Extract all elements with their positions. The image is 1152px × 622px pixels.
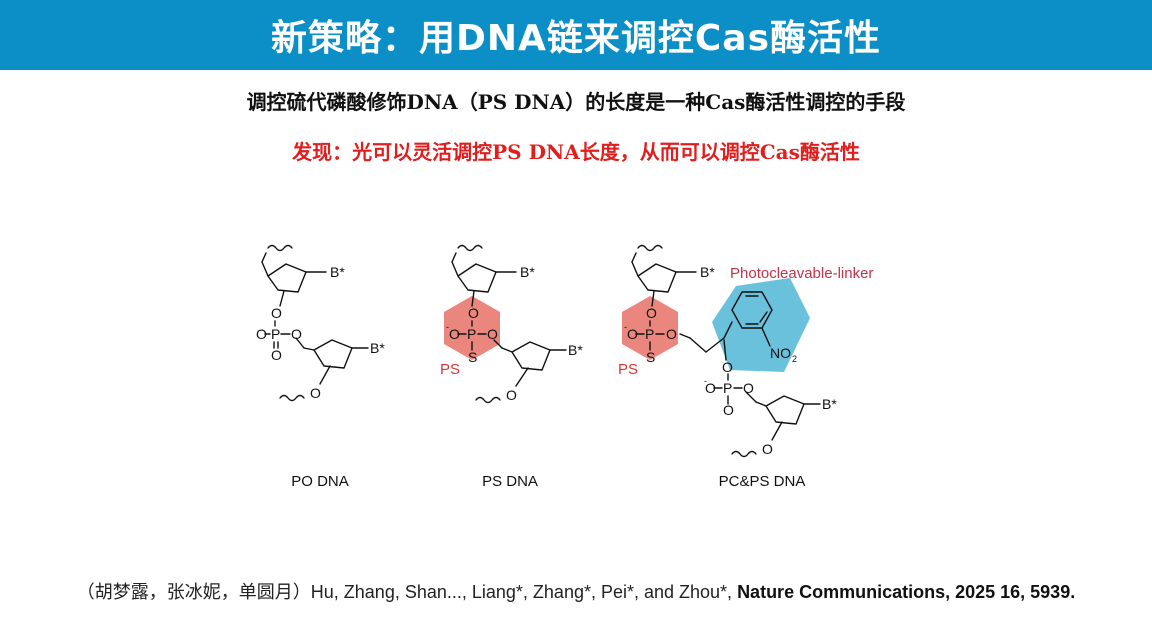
oxygen-label: O [743,380,754,396]
ps-highlight-hexagon-2 [622,296,678,360]
nitro-label: NO [770,345,791,361]
oxygen-label: O [468,305,479,321]
oxygen-label: O [762,441,773,457]
base-label: B* [700,264,715,280]
base-label: B* [370,340,385,356]
phosphorus-label: P [645,326,654,342]
oxygen-label: O [705,380,716,396]
oxygen-label: O [271,347,282,363]
base-label: B* [330,264,345,280]
slide-subtitle: 调控硫代磷酸修饰DNA（PS DNA）的长度是一种Cas酶活性调控的手段 [246,90,906,114]
oxygen-label: O [666,326,677,342]
pc-ps-dna-structure [622,244,821,458]
minus-sign: - [446,322,449,332]
title-bar: 新策略：用DNA链来调控Cas酶活性 [0,0,1152,70]
phosphorus-label: P [271,326,280,342]
caption-po-dna: PO DNA [291,473,349,490]
ps-highlight-hexagon [444,296,500,360]
oxygen-label: O [271,305,282,321]
ps-label: PS [618,361,638,378]
oxygen-label: O [310,385,321,401]
oxygen-label: O [506,387,517,403]
base-label: B* [568,342,583,358]
phosphorus-label: P [467,326,476,342]
citation-authors: （胡梦露，张冰妮，单圆月）Hu, Zhang, Shan..., Liang*,… [76,582,738,602]
minus-sign: - [624,322,627,332]
sulfur-label: S [468,349,477,365]
minus-sign: - [704,376,707,386]
phosphorus-label: P [723,380,732,396]
oxygen-label: O [449,326,460,342]
sulfur-label: S [646,349,655,365]
po-dna-structure [261,244,369,402]
oxygen-label: O [723,402,734,418]
photocleavable-linker-label: Photocleavable-linker [730,265,873,282]
caption-pc-ps-dna: PC&PS DNA [719,473,806,490]
oxygen-label: O [722,359,733,375]
caption-ps-dna: PS DNA [482,473,538,490]
base-label: B* [520,264,535,280]
nitro-subscript: 2 [792,354,797,364]
citation-journal: Nature Communications, 2025 16, 5939. [737,582,1076,602]
ps-dna-structure [444,244,567,404]
finding-text: 发现：光可以灵活调控PS DNA长度，从而可以调控Cas酶活性 [292,140,860,164]
oxygen-label: O [627,326,638,342]
oxygen-label: O [291,326,302,342]
ps-label: PS [440,361,460,378]
oxygen-label: O [646,305,657,321]
oxygen-label: O [487,326,498,342]
slide-title: 新策略：用DNA链来调控Cas酶活性 [270,18,881,59]
base-label: B* [822,396,837,412]
oxygen-label: O [256,326,267,342]
citation: （胡梦露，张冰妮，单圆月）Hu, Zhang, Shan..., Liang*,… [0,578,1152,604]
